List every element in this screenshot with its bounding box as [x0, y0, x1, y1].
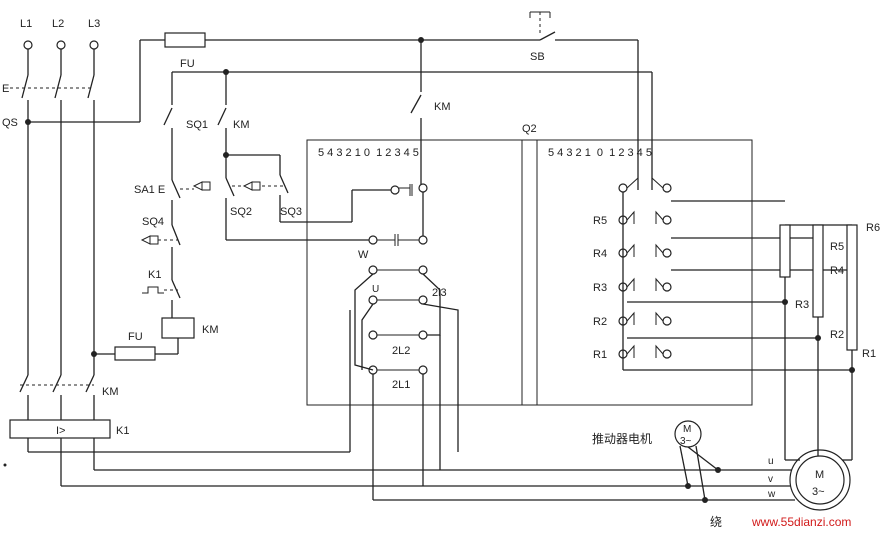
- watermark[interactable]: www.55dianzi.com: [751, 515, 851, 529]
- label-qs: QS: [2, 117, 18, 129]
- main-motor-m: M: [815, 469, 824, 481]
- label-r1: R1: [593, 349, 607, 361]
- supply-terminals: L1 L2 L3: [20, 18, 100, 50]
- label-w: W: [358, 249, 369, 261]
- resistor-bank: R6 R5 R4 R3 R2 R1: [627, 200, 880, 460]
- label-sb: SB: [530, 51, 545, 63]
- supply-label-l3: L3: [88, 18, 100, 30]
- motor-v-label: v: [768, 474, 773, 485]
- label-q2: Q2: [522, 123, 537, 135]
- label-u-small: U: [372, 284, 379, 295]
- motor-u-label: u: [768, 456, 774, 467]
- label-2l1: 2L1: [392, 379, 410, 391]
- label-r2: R2: [593, 316, 607, 328]
- label-km-coil: KM: [202, 324, 219, 336]
- fuse-coil: [114, 346, 156, 361]
- actuator-motor: 推动器电机 M 3~: [592, 420, 721, 503]
- q2-right-positions: 5 4 3 2 1 0 1 2 3 4 5: [548, 147, 652, 159]
- label-k1-relay: K1: [116, 425, 129, 437]
- label-k1-contact: K1: [148, 269, 161, 281]
- supply-label-l1: L1: [20, 18, 32, 30]
- label-fu-coil: FU: [128, 331, 143, 343]
- q2-left-contacts: W U 2l3 2L2 2L1: [354, 183, 795, 501]
- label-overcurrent: I>: [56, 425, 65, 437]
- label-r6: R6: [866, 222, 880, 234]
- label-fu-top: FU: [180, 58, 195, 70]
- label-rr3: R3: [795, 299, 809, 311]
- label-r5: R5: [593, 215, 607, 227]
- k1-overcurrent-relay: [9, 419, 111, 439]
- label-2l3: 2l3: [432, 287, 447, 299]
- label-rr2: R2: [830, 329, 844, 341]
- main-motor-3: 3~: [812, 486, 825, 498]
- label-km-main: KM: [434, 101, 451, 113]
- q2-right-contacts: R5 R4 R3 R2 R1: [593, 176, 852, 371]
- supply-label-l2: L2: [52, 18, 64, 30]
- label-actuator-motor: 推动器电机: [592, 432, 652, 446]
- motor-w-label: w: [767, 489, 776, 500]
- km-coil: [161, 317, 195, 339]
- actuator-motor-3: 3~: [680, 436, 692, 447]
- label-2l2: 2L2: [392, 345, 410, 357]
- label-sq4: SQ4: [142, 216, 164, 228]
- label-rr4: R4: [830, 265, 844, 277]
- label-sa1: SA1 E: [134, 184, 165, 196]
- label-rr5: R5: [830, 241, 844, 253]
- label-sq2: SQ2: [230, 206, 252, 218]
- label-r4: R4: [593, 248, 607, 260]
- label-rr1: R1: [862, 348, 876, 360]
- fuse-top: [164, 32, 206, 48]
- label-sq3: SQ3: [280, 206, 302, 218]
- actuator-motor-m: M: [683, 424, 691, 435]
- label-km-aux: KM: [233, 119, 250, 131]
- label-e: E: [2, 83, 9, 95]
- q2-controller: Q2 5 4 3 2 1 0 1 2 3 4 5 5 4 3 2 1 0 1 2…: [306, 123, 753, 406]
- sb-push-button: SB: [520, 11, 638, 63]
- q2-left-positions: 5 4 3 2 1 0 1 2 3 4 5: [318, 147, 419, 159]
- main-motor: u v w M 3~: [767, 449, 852, 511]
- watermark-left-char: 绕: [710, 515, 722, 529]
- label-sq1: SQ1: [186, 119, 208, 131]
- label-r3: R3: [593, 282, 607, 294]
- supply-bus: [10, 49, 95, 375]
- label-km-motor: KM: [102, 386, 119, 398]
